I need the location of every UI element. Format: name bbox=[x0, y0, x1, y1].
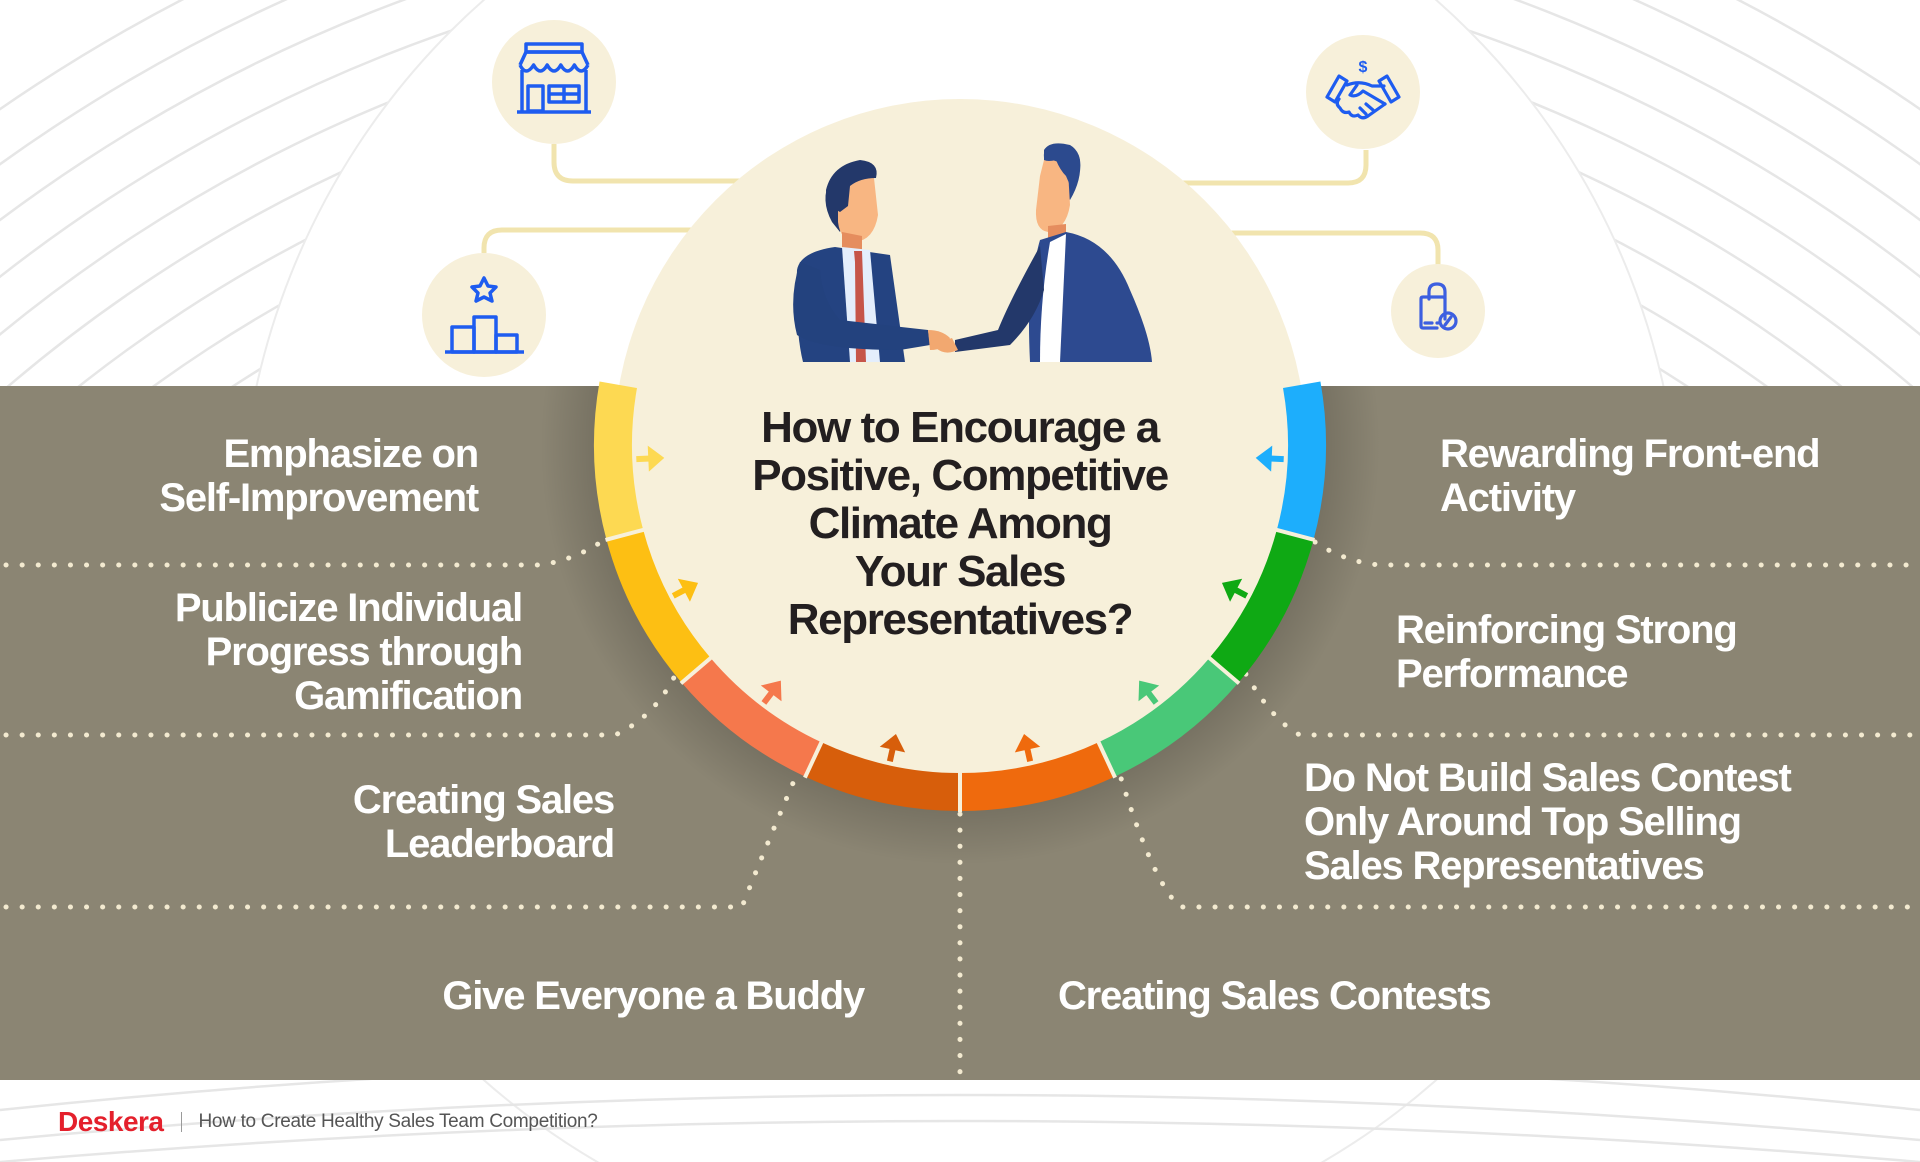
footer: Deskera How to Create Healthy Sales Team… bbox=[58, 1104, 598, 1140]
item-label-line: Do Not Build Sales Contest bbox=[1304, 756, 1792, 800]
ring-segment-emphasize bbox=[594, 381, 644, 540]
segmented-ring bbox=[594, 381, 1326, 812]
icon-connectors bbox=[481, 144, 1441, 265]
inward-arrow-icon bbox=[760, 680, 782, 705]
item-label-line: Only Around Top Selling bbox=[1304, 800, 1742, 844]
item-label-line: Progress through bbox=[205, 630, 524, 674]
title-line: Climate Among bbox=[808, 499, 1113, 548]
inward-arrow-icon bbox=[1138, 680, 1160, 705]
inward-arrow-icon bbox=[879, 733, 906, 762]
item-label-line: Give Everyone a Buddy bbox=[442, 974, 865, 1018]
item-label-line: Creating Sales Contests bbox=[1058, 974, 1492, 1018]
handshake-dollar-icon: $ bbox=[1306, 35, 1420, 149]
ring-divider bbox=[1207, 655, 1241, 685]
item-creating-sales-leaderboard: Creating Sales Leaderboard bbox=[352, 778, 615, 866]
ring-segment-buddy bbox=[805, 742, 960, 811]
item-label-line: Self-Improvement bbox=[159, 476, 479, 520]
item-emphasize-self-improvement: Emphasize on Self-Improvement bbox=[159, 432, 479, 520]
item-label-line: Activity bbox=[1440, 476, 1576, 520]
item-creating-sales-contests: Creating Sales Contests bbox=[1058, 974, 1492, 1018]
ring-divider bbox=[803, 740, 824, 779]
businessmen-handshake-illustration bbox=[793, 143, 1152, 362]
item-label-line: Emphasize on bbox=[223, 432, 479, 476]
inward-arrow-icon bbox=[671, 578, 699, 602]
item-reinforcing-strong-performance: Reinforcing Strong Performance bbox=[1396, 608, 1738, 696]
dotted-dividers bbox=[3, 537, 1917, 1078]
item-give-everyone-buddy: Give Everyone a Buddy bbox=[442, 974, 865, 1018]
ring-divider bbox=[604, 527, 645, 542]
footer-separator bbox=[181, 1112, 183, 1132]
item-do-not-build-contest-top-sellers: Do Not Build Sales Contest Only Around T… bbox=[1304, 756, 1792, 888]
item-label-line: Creating Sales bbox=[352, 778, 615, 822]
ring-segment-leaderboard bbox=[681, 658, 822, 777]
ring-segment-contests bbox=[960, 742, 1115, 811]
svg-text:$: $ bbox=[1359, 59, 1368, 76]
title-line: How to Encourage a bbox=[761, 403, 1160, 452]
ring-divider bbox=[1275, 527, 1316, 542]
ring-segment-do-not-build bbox=[1098, 658, 1239, 777]
inward-arrow-icon bbox=[1221, 578, 1249, 602]
title-line: Your Sales bbox=[854, 547, 1067, 596]
inward-arrow-icon bbox=[1014, 733, 1041, 762]
item-publicize-progress-gamification: Publicize Individual Progress through Ga… bbox=[174, 586, 524, 718]
item-label-line: Leaderboard bbox=[384, 822, 615, 866]
item-label-line: Sales Representatives bbox=[1304, 844, 1705, 888]
item-label-line: Gamification bbox=[294, 674, 523, 718]
page-title: How to Encourage a Positive, Competitive… bbox=[680, 404, 1240, 644]
ring-divider bbox=[1096, 740, 1117, 779]
brand-logo: Deskera bbox=[58, 1106, 164, 1137]
item-label-line: Reinforcing Strong bbox=[1396, 608, 1738, 652]
item-label-line: Rewarding Front-end bbox=[1440, 432, 1821, 476]
title-line: Positive, Competitive bbox=[752, 451, 1169, 500]
ring-segment-reinforcing bbox=[1209, 529, 1314, 683]
store-icon bbox=[492, 20, 616, 144]
item-rewarding-front-end-activity: Rewarding Front-end Activity bbox=[1440, 432, 1821, 520]
footer-subtitle: How to Create Healthy Sales Team Competi… bbox=[198, 1111, 598, 1132]
inward-arrow-icon bbox=[1255, 445, 1284, 472]
title-line: Representatives? bbox=[787, 595, 1134, 644]
ring-divider bbox=[679, 655, 713, 685]
ring-segment-publicize bbox=[606, 529, 711, 683]
ring-segment-rewarding bbox=[1276, 381, 1326, 540]
item-label-line: Performance bbox=[1396, 652, 1629, 696]
podium-star-icon bbox=[422, 253, 546, 377]
center-circle-lower bbox=[614, 386, 1306, 791]
shopping-bag-discount-icon bbox=[1391, 264, 1485, 358]
item-label-line: Publicize Individual bbox=[174, 586, 523, 630]
inward-arrow-icon bbox=[636, 445, 665, 472]
